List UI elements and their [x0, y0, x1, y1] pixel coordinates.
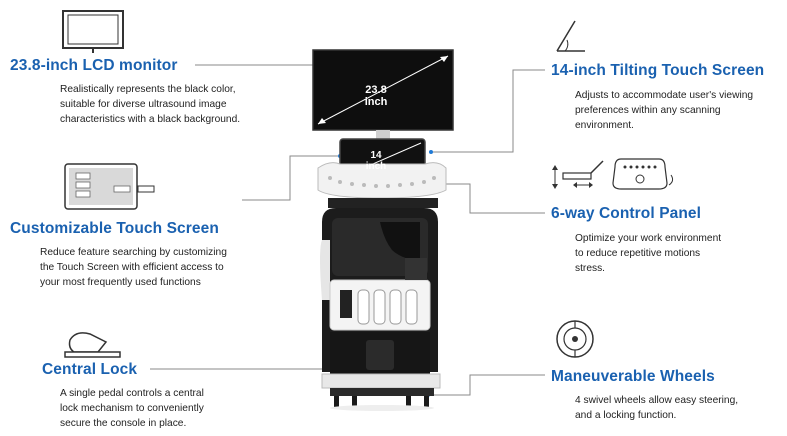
- wheels-desc-line: and a locking function.: [575, 410, 677, 421]
- touch-size-label: 14 inch: [362, 150, 390, 172]
- central-lock-desc-line: A single pedal controls a central: [60, 388, 204, 399]
- control-panel-desc-line: stress.: [575, 263, 606, 274]
- lcd-desc-line: suitable for diverse ultrasound image: [60, 99, 227, 110]
- tilting-desc-line: Adjusts to accommodate user's viewing: [575, 90, 754, 101]
- touch-custom-description: Reduce feature searching by customizing …: [40, 245, 227, 290]
- connector-control: [442, 183, 545, 214]
- central-lock-desc-line: lock mechanism to conveniently: [60, 403, 204, 414]
- connector-tilting: [431, 69, 545, 153]
- connector-custom: [242, 155, 340, 201]
- touch-size-value: 14: [370, 150, 382, 161]
- monitor-size-label: 23.8 inch: [358, 84, 394, 108]
- control-panel-title: 6-way Control Panel: [551, 205, 702, 222]
- control-panel-description: Optimize your work environment to reduce…: [575, 231, 721, 276]
- control-panel-icon: [552, 158, 674, 190]
- tilting-title: 14-inch Tilting Touch Screen: [551, 62, 765, 79]
- touch-size-unit: inch: [365, 161, 387, 172]
- wheels-description: 4 swivel wheels allow easy steering, and…: [575, 393, 738, 423]
- monitor-size-unit: inch: [364, 96, 388, 108]
- wheels-title: Maneuverable Wheels: [551, 368, 715, 385]
- tilting-desc-line: environment.: [575, 120, 634, 131]
- monitor-icon: [62, 10, 124, 53]
- lcd-desc-line: Realistically represents the black color…: [60, 84, 236, 95]
- lcd-desc-line: characteristics with a black background.: [60, 114, 241, 125]
- tilting-screen-icon: [556, 20, 585, 52]
- touch-custom-title: Customizable Touch Screen: [10, 220, 219, 237]
- foot-pedal-icon: [64, 332, 121, 358]
- wheels-desc-line: 4 swivel wheels allow easy steering,: [575, 395, 739, 406]
- touch-custom-desc-line: Reduce feature searching by customizing: [40, 247, 227, 258]
- dot-tilting: [429, 150, 433, 154]
- monitor-size-value: 23.8: [365, 84, 387, 96]
- touch-custom-desc-line: the Touch Screen with efficient access t…: [40, 262, 224, 273]
- touch-screen-icon: [64, 163, 155, 210]
- connector-wheels: [428, 374, 545, 396]
- lcd-title: 23.8-inch LCD monitor: [10, 57, 178, 74]
- tilting-desc-line: preferences within any scanning: [575, 105, 721, 116]
- central-lock-description: A single pedal controls a central lock m…: [60, 386, 204, 431]
- wheel-icon: [556, 320, 594, 358]
- central-lock-desc-line: secure the console in place.: [60, 418, 187, 429]
- control-panel-desc-line: to reduce repetitive motions: [575, 248, 701, 259]
- lcd-description: Realistically represents the black color…: [60, 82, 240, 127]
- touch-custom-desc-line: your most frequently used functions: [40, 277, 201, 288]
- central-lock-title: Central Lock: [42, 361, 138, 378]
- tilting-description: Adjusts to accommodate user's viewing pr…: [575, 88, 753, 133]
- control-panel-desc-line: Optimize your work environment: [575, 233, 722, 244]
